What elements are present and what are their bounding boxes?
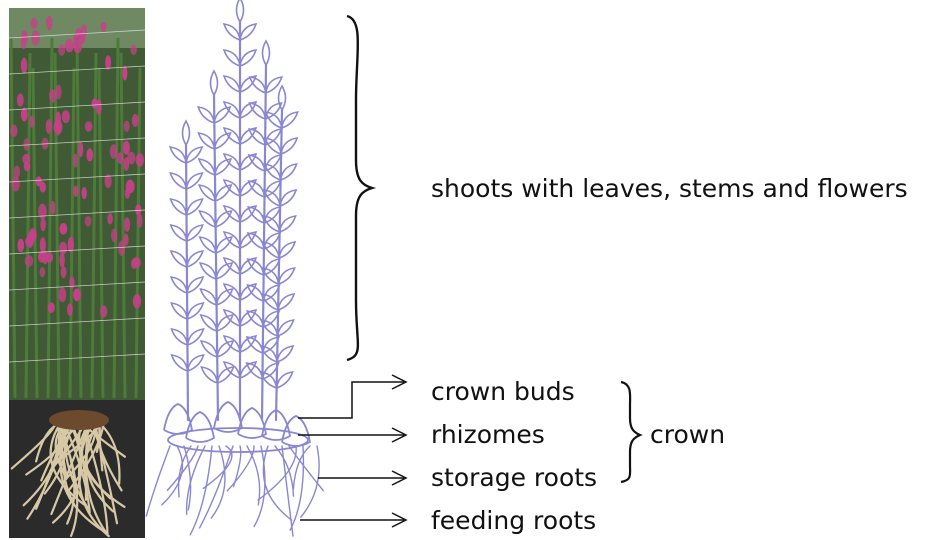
sketch-leaf [240,24,256,40]
sketch-leaf [247,337,263,353]
sketch-leaf [216,237,232,253]
label-feeding-roots: feeding roots [431,508,596,533]
sketch-leaf [216,263,232,279]
label-crown: crown [650,422,725,447]
sketch-leaf [217,367,233,383]
sketch-leaf [277,372,293,388]
label-rhizomes: rhizomes [431,422,545,447]
sketch-leaf [281,164,297,180]
sketch-bud [211,71,218,95]
sketch-leaf [224,50,240,66]
sketch-leaf [171,277,187,293]
sketch-leaf [198,107,214,123]
sketch-leaf [266,112,282,128]
sketch-leaf [281,138,297,154]
sketch-leaf [265,138,281,154]
shoots-brace [347,16,372,360]
sketch-leaf [201,367,217,383]
sketch-leaf [171,225,187,241]
sketch-leaf [216,211,232,227]
arrow-crown-buds [298,382,404,418]
sketch-leaf [279,268,295,284]
sketch-root [275,446,294,496]
sketch-leaf [282,112,298,128]
sketch-bud [263,41,270,65]
sketch-leaf [224,24,240,40]
sketch-leaf [264,233,280,249]
sketch-leaf [215,185,231,201]
sketch-root [146,446,170,516]
sketch-leaf [279,242,295,258]
crown-brace [621,382,640,482]
sketch-leaf [170,173,186,189]
label-crown-buds: crown buds [431,379,575,404]
sketch-root [190,446,212,535]
sketch-leaf [172,355,188,371]
sketch-crown-bud [186,412,214,442]
sketch-leaf [171,303,187,319]
sketch-leaf [250,77,266,93]
sketch-leaf [240,50,256,66]
sketch-leaf [217,341,233,357]
sketch-leaf [247,311,263,327]
sketch-leaf [264,259,280,275]
sketch-leaf [278,294,294,310]
sketch-bud [183,121,190,145]
sketch-leaf [280,190,296,206]
sketch-leaf [172,329,188,345]
sketch-leaf [278,320,294,336]
sketch-root [282,446,293,536]
sketch-bud [237,0,244,22]
sketch-leaf [265,164,281,180]
sketch-leaf [171,251,187,267]
sketch-leaf [217,315,233,331]
sketch-leaf [277,346,293,362]
sketch-bud [279,86,286,110]
sketch-leaf [170,147,186,163]
sketch-leaf [171,199,187,215]
sketch-leaf [247,363,263,379]
sketch-leaf [224,76,240,92]
sketch-leaf [217,289,233,305]
sketch-root [211,446,225,518]
sketch-leaf [264,207,280,223]
label-shoots: shoots with leaves, stems and flowers [431,176,908,201]
sketch-root [247,446,260,505]
label-storage-roots: storage roots [431,465,597,490]
sketch-leaf [280,216,296,232]
